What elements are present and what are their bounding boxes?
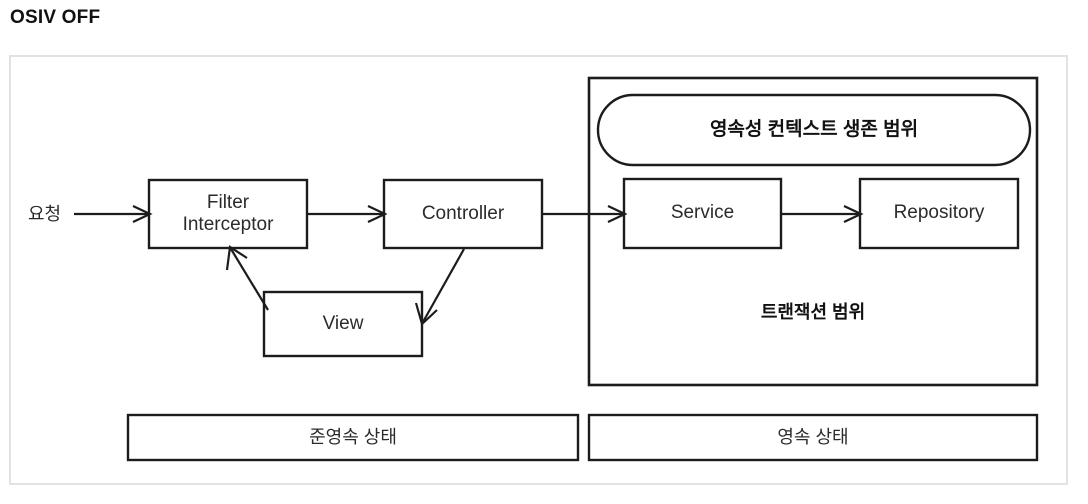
page-title: OSIV OFF	[10, 7, 101, 28]
entry-label-request: 요청	[28, 204, 62, 224]
diagram-frame	[9, 55, 1068, 485]
